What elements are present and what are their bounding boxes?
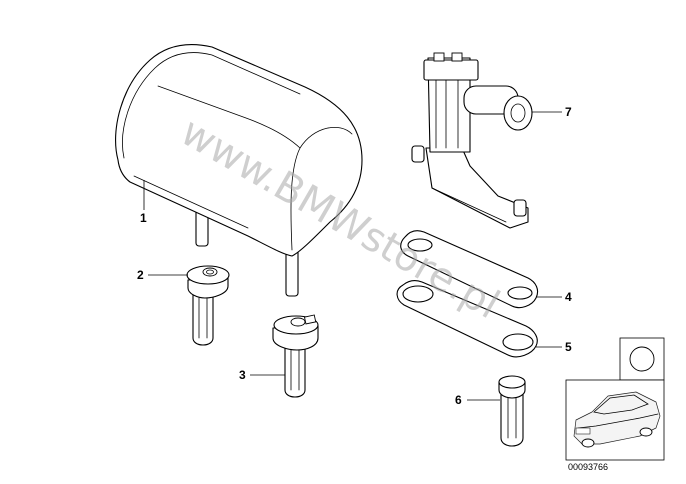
headrest-part-1[interactable] xyxy=(115,44,363,297)
callout-4: 4 xyxy=(536,290,572,304)
callout-label-3: 3 xyxy=(239,368,246,382)
callout-6: 6 xyxy=(455,393,500,407)
guide-sleeve-part-3[interactable] xyxy=(272,314,319,398)
circle-icon xyxy=(629,346,655,372)
car-thumbnail: 00093766 xyxy=(565,379,665,472)
callout-1: 1 xyxy=(140,180,147,225)
callout-label-2: 2 xyxy=(137,268,144,282)
part-number-label: 00093766 xyxy=(568,462,608,472)
callout-label-7: 7 xyxy=(565,105,572,119)
callout-3: 3 xyxy=(239,368,285,382)
callout-2: 2 xyxy=(137,268,188,282)
callout-label-6: 6 xyxy=(455,393,462,407)
gasket-ring-part-5[interactable] xyxy=(396,280,538,358)
callout-label-1: 1 xyxy=(140,211,147,225)
callout-7: 7 xyxy=(532,105,572,119)
legend-symbol-box xyxy=(619,337,665,381)
callout-label-4: 4 xyxy=(565,290,572,304)
headrest-drive-part-7[interactable] xyxy=(411,52,533,229)
gasket-plate-part-4[interactable] xyxy=(400,230,539,309)
guide-sleeve-part-2[interactable] xyxy=(186,265,230,346)
sleeve-part-6[interactable] xyxy=(498,375,526,447)
callout-5: 5 xyxy=(536,340,572,354)
callout-label-5: 5 xyxy=(565,340,572,354)
